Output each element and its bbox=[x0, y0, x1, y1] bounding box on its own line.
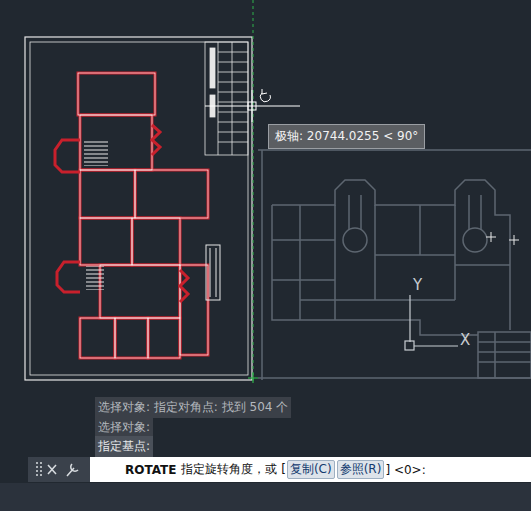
wall-core bbox=[80, 318, 115, 358]
bay-wall bbox=[152, 125, 160, 155]
ucs-icon bbox=[405, 295, 458, 350]
history-line: 选择对象: 指定对角点: 找到 504 个 bbox=[95, 397, 291, 418]
stamp-row bbox=[218, 102, 248, 103]
stamp-row bbox=[218, 112, 248, 113]
wall bbox=[135, 170, 208, 218]
wall bbox=[78, 73, 155, 115]
axis-label: Y bbox=[413, 276, 422, 294]
command-input: ROTATE 指定旋转角度，或 [ ] <0>: 复制(C) 参照(R) bbox=[90, 457, 531, 482]
background-plan bbox=[258, 150, 531, 380]
stamp-table bbox=[205, 42, 248, 155]
wall-core bbox=[115, 318, 148, 358]
message-text: 选择对象: bbox=[98, 420, 150, 434]
wall bbox=[115, 318, 148, 358]
axis-label: X bbox=[460, 331, 470, 349]
wall-core bbox=[100, 265, 180, 318]
polar-tooltip: 极轴: 20744.0255 < 90° bbox=[268, 124, 425, 149]
wall-core bbox=[80, 170, 135, 218]
message-text: 极轴: 20744.0255 < 90° bbox=[275, 129, 418, 143]
wall bbox=[80, 318, 115, 358]
stamp-row bbox=[218, 132, 248, 133]
wall-core bbox=[78, 73, 155, 115]
stamp-row bbox=[218, 82, 248, 83]
stamp-row bbox=[218, 52, 248, 53]
wall-core bbox=[135, 170, 208, 218]
wall-core bbox=[148, 318, 180, 358]
stamp-row bbox=[218, 122, 248, 123]
wall-core bbox=[132, 218, 180, 265]
wall-core bbox=[80, 115, 152, 170]
bay-wall bbox=[180, 270, 188, 302]
base-point-marker bbox=[248, 373, 258, 383]
wall bbox=[180, 265, 208, 355]
command-text: ROTATE bbox=[125, 463, 176, 477]
history-line: 选择对象: bbox=[95, 417, 153, 438]
option-button: 复制(C) bbox=[287, 460, 335, 479]
command-icons bbox=[37, 462, 78, 477]
floor-plan bbox=[55, 73, 220, 358]
command-text: ] <0>: bbox=[385, 463, 425, 477]
wall bbox=[148, 318, 180, 358]
cursor bbox=[205, 89, 300, 122]
wall-core bbox=[80, 218, 132, 265]
message-text: 选择对象: 指定对角点: 找到 504 个 bbox=[98, 400, 288, 414]
bay-wall bbox=[57, 262, 80, 292]
wall bbox=[80, 115, 152, 170]
option-button: 参照(R) bbox=[337, 460, 385, 479]
command-toolbar bbox=[28, 457, 90, 482]
stamp-row bbox=[218, 142, 248, 143]
stamp-row bbox=[218, 62, 248, 63]
message-text: 指定基点: bbox=[98, 439, 150, 453]
stamp-row bbox=[218, 92, 248, 93]
wall-core bbox=[180, 265, 208, 355]
grip-crosses bbox=[486, 232, 519, 245]
message-text: 参照(R) bbox=[340, 462, 382, 476]
command-text: 指定旋转角度，或 [ bbox=[181, 461, 286, 478]
message-text: 复制(C) bbox=[290, 462, 332, 476]
status-ground bbox=[0, 483, 531, 511]
wall bbox=[80, 170, 135, 218]
drawing-frame bbox=[25, 37, 252, 380]
bay-wall bbox=[55, 140, 80, 172]
wall bbox=[80, 218, 132, 265]
wall bbox=[132, 218, 180, 265]
polar-tracking-line bbox=[253, 0, 254, 382]
history-line: 指定基点: bbox=[95, 436, 153, 457]
stamp-row bbox=[218, 72, 248, 73]
wall bbox=[100, 265, 180, 318]
